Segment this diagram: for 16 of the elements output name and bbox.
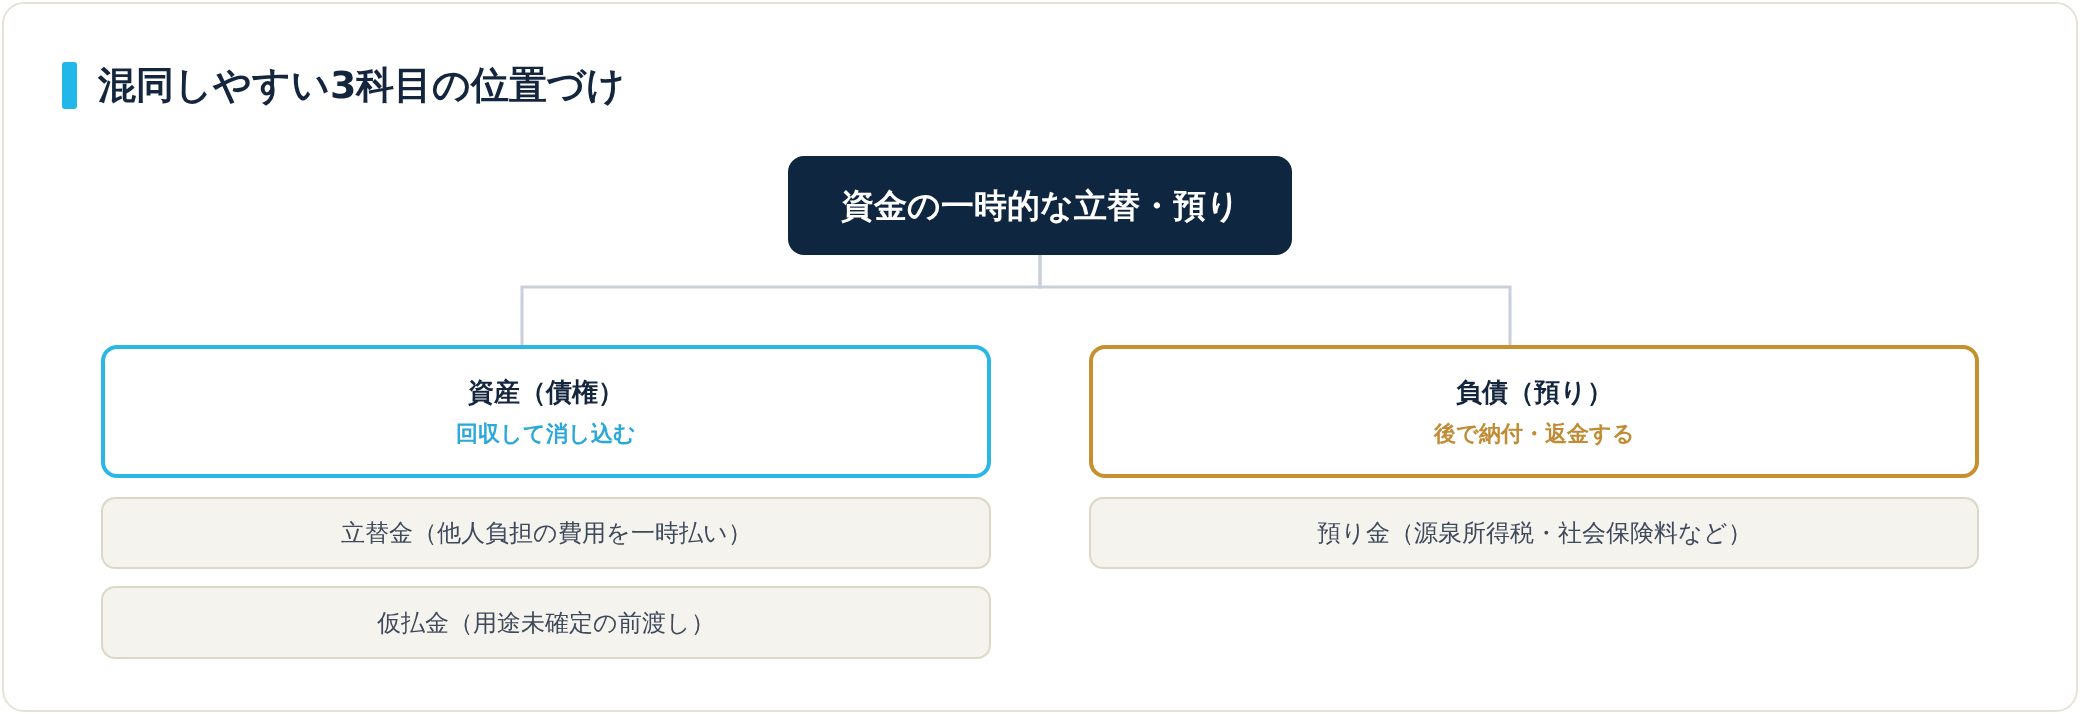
- item-box: [101, 497, 991, 569]
- box-subtext: 後で納付・返金する: [1433, 420, 1635, 448]
- category-box: [101, 345, 991, 478]
- item-box: [101, 586, 991, 659]
- item-text: 仮払金（用途未確定の前渡し）: [377, 607, 715, 638]
- item-text: 預り金（源泉所得税・社会保険料など）: [1316, 518, 1752, 548]
- box-subtext: 回収して消し込む: [456, 420, 636, 448]
- box-title: 資金の一時的な立替・預り: [840, 184, 1240, 227]
- connector-line: [1038, 255, 1512, 345]
- title-heading: 混同しやすい3科目の位置づけ: [98, 62, 626, 109]
- item-box: [1089, 497, 1979, 569]
- category-box: [1089, 345, 1979, 478]
- box-heading: 負債（預り）: [1455, 375, 1613, 408]
- item-text: 立替金（他人負担の費用を一時払い）: [340, 518, 752, 548]
- root-box: [788, 156, 1292, 255]
- box-heading: 資産（債権）: [468, 375, 624, 408]
